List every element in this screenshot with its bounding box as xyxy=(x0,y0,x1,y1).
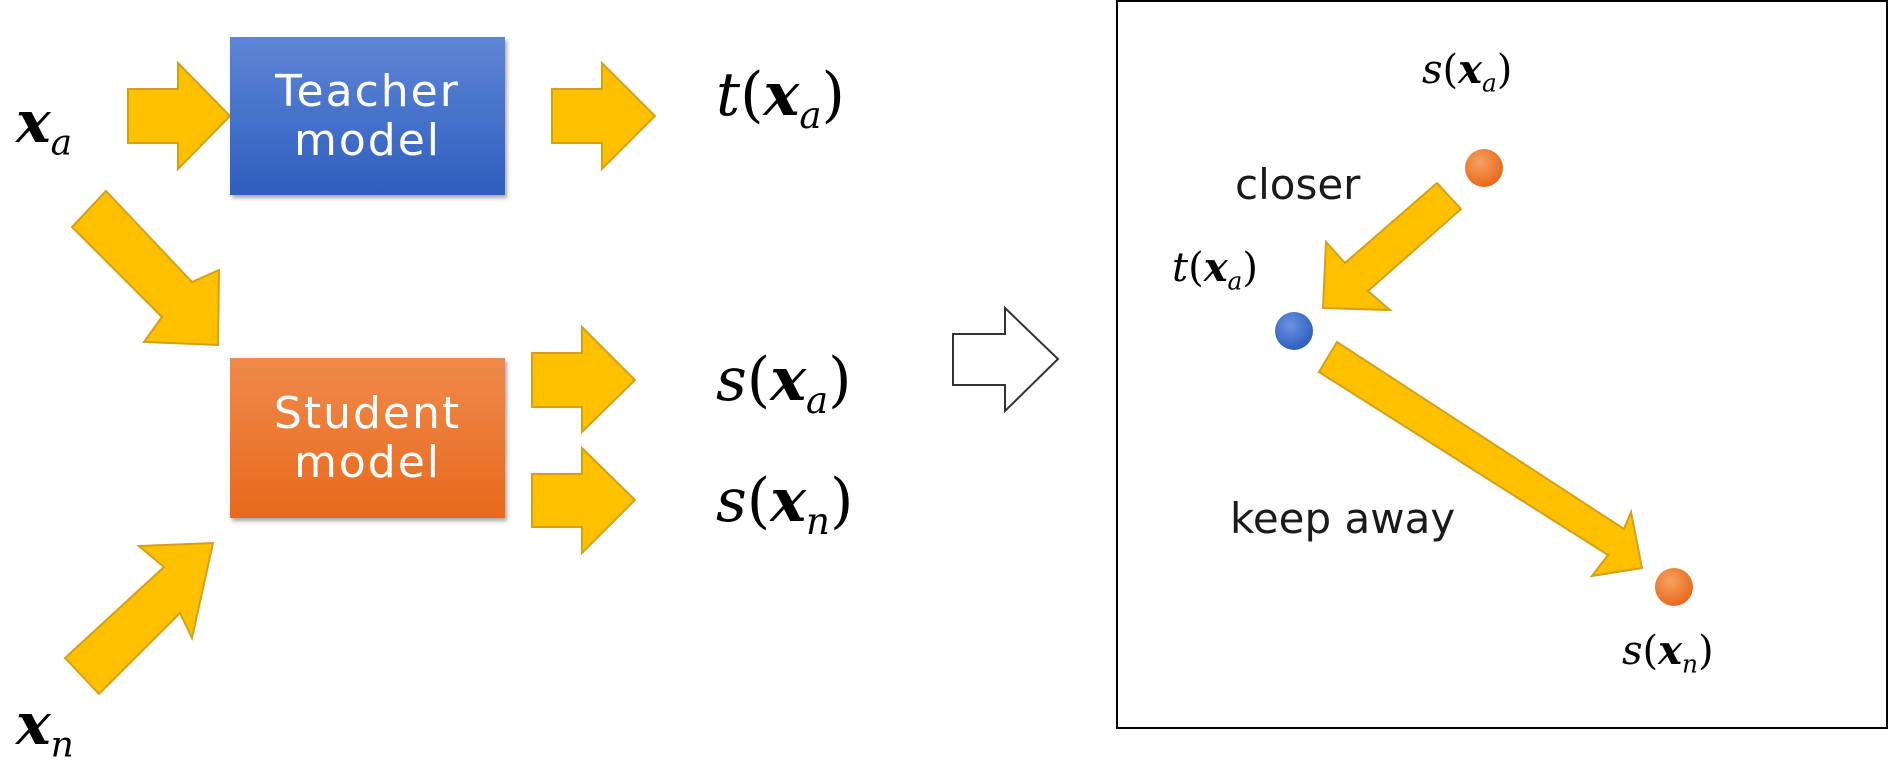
closer-label: closer xyxy=(1235,160,1361,209)
teacher-model-box: Teacher model xyxy=(230,37,505,195)
student-model-label-line1: Student xyxy=(273,387,462,439)
arrow-student-to-sa xyxy=(531,324,637,435)
arrow-xa-to-teacher xyxy=(127,60,232,172)
point-student-anchor xyxy=(1465,149,1503,187)
keep-away-label: keep away xyxy=(1230,494,1456,543)
embedding-space-frame xyxy=(1116,0,1888,729)
output-student-anchor-label: s(xa) xyxy=(716,345,852,423)
input-anchor-label: xa xyxy=(16,88,73,164)
arrow-xa-to-student xyxy=(70,189,221,347)
output-teacher-anchor-label: t(xa) xyxy=(716,60,845,138)
keep-away-arrow xyxy=(1317,340,1644,578)
point-student-anchor-label: s(xa) xyxy=(1422,46,1513,98)
closer-arrow xyxy=(1321,181,1463,312)
student-model-label-line2: model xyxy=(293,437,441,488)
output-student-negative-label: s(xn) xyxy=(716,466,854,544)
arrow-student-to-sn xyxy=(531,445,637,556)
point-student-negative xyxy=(1655,568,1693,606)
input-negative-label: xn xyxy=(16,690,74,766)
point-student-negative-label: s(xn) xyxy=(1622,627,1714,679)
teacher-model-label-line2: model xyxy=(293,115,441,166)
point-teacher-anchor-label: t(xa) xyxy=(1172,244,1258,296)
arrow-teacher-to-output xyxy=(551,60,657,172)
student-model-box: Student model xyxy=(230,358,505,518)
arrow-xn-to-student xyxy=(63,541,215,696)
transition-arrow xyxy=(952,305,1060,414)
teacher-model-label-line1: Teacher xyxy=(275,65,460,117)
point-teacher-anchor xyxy=(1275,312,1313,350)
